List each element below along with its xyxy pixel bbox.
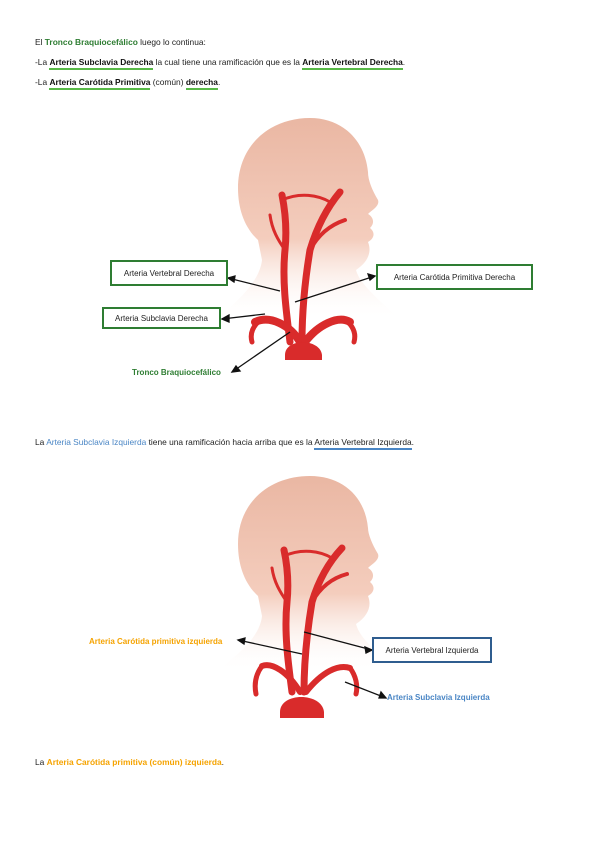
label-arteria-vertebral-izquierda: Arteria Vertebral Izquierda [372, 637, 492, 663]
paragraph-carotida-izquierda: La Arteria Carótida primitiva (común) iz… [35, 756, 224, 768]
carotida-primitiva-term: Arteria Carótida Primitiva [49, 77, 151, 90]
label-text: Arteria Vertebral Derecha [123, 268, 215, 278]
figure-left-arteries: Arteria Carótida primitiva izquierda Art… [0, 472, 599, 722]
label-text: Arteria Carótida Primitiva Derecha [393, 272, 516, 282]
subclavia-derecha-term: Arteria Subclavia Derecha [49, 57, 154, 70]
subclavia-izquierda-term: Arteria Subclavia Izquierda [46, 437, 147, 447]
intro-line-1: El Tronco Braquiocefálico luego lo conti… [35, 36, 206, 48]
text: luego lo continua: [137, 37, 206, 47]
label-tronco-braquiocefalico: Tronco Braquiocefálico [132, 368, 221, 377]
carotida-izquierda-term: Arteria Carótida primitiva (común) izqui… [46, 757, 222, 767]
derecha-term: derecha [185, 77, 218, 90]
head-neck-illustration-2 [215, 476, 400, 718]
text: El [35, 37, 45, 47]
head-neck-illustration-1 [215, 118, 400, 373]
label-arteria-subclavia-izquierda: Arteria Subclavia Izquierda [387, 693, 490, 702]
label-arteria-carotida-primitiva-derecha: Arteria Carótida Primitiva Derecha [376, 264, 533, 290]
text: -La [35, 57, 50, 67]
label-text: Arteria Subclavia Derecha [115, 313, 208, 323]
label-arteria-vertebral-derecha: Arteria Vertebral Derecha [110, 260, 228, 286]
text: . [402, 57, 406, 67]
text: . [411, 437, 414, 447]
figure-right-arteries: Arteria Vertebral Derecha Arteria Caróti… [0, 110, 599, 390]
paragraph-subclavia-izquierda: La Arteria Subclavia Izquierda tiene una… [35, 436, 414, 450]
vertebral-derecha-term: Arteria Vertebral Derecha [302, 57, 403, 70]
text: la cual tiene una ramificación que es la [153, 57, 303, 67]
vertebral-izquierda-term: Arteria Vertebral Izquierda [314, 437, 412, 450]
text: . [217, 77, 221, 87]
text: tiene una ramificación hacia arriba que … [146, 437, 315, 447]
text: La [35, 757, 47, 767]
label-arteria-subclavia-derecha: Arteria Subclavia Derecha [102, 307, 221, 329]
text: . [221, 757, 224, 767]
intro-line-3: -La Arteria Carótida Primitiva (común) d… [35, 76, 221, 90]
intro-line-2: -La Arteria Subclavia Derecha la cual ti… [35, 56, 406, 70]
text: -La [35, 77, 50, 87]
label-text: Arteria Vertebral Izquierda [385, 645, 479, 655]
text: (común) [150, 77, 186, 87]
tronco-braquiocefalico-term: Tronco Braquiocefálico [44, 37, 138, 47]
text: La [35, 437, 47, 447]
label-arteria-carotida-primitiva-izquierda: Arteria Carótida primitiva izquierda [89, 637, 223, 646]
